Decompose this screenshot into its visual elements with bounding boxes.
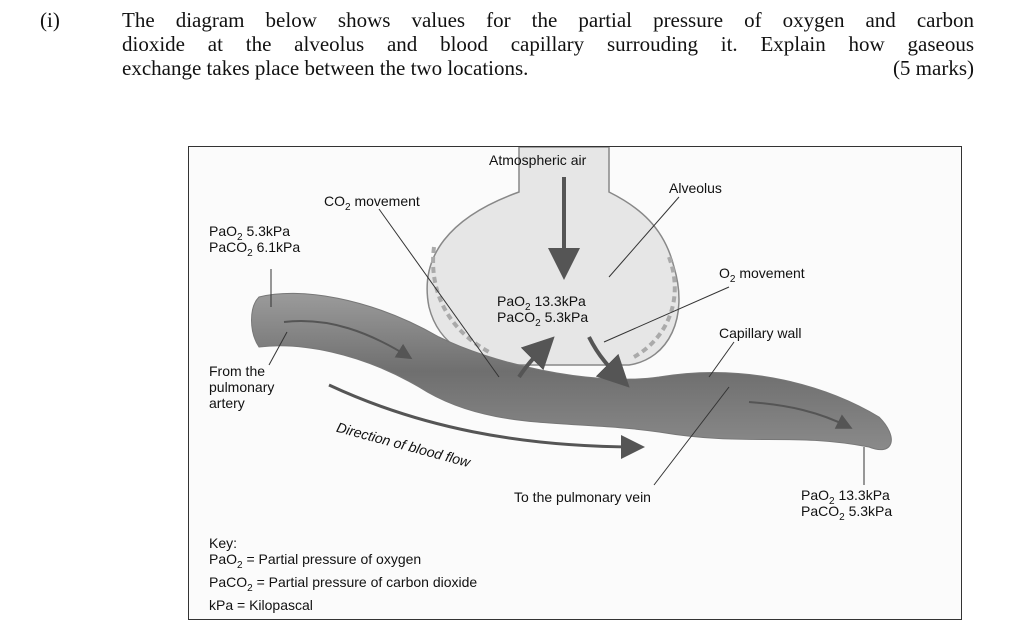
alveolus-paco2: PaCO2 5.3kPa bbox=[497, 309, 589, 329]
key-kpa: kPa = Kilopascal bbox=[209, 596, 313, 613]
blood-capillary bbox=[251, 292, 892, 451]
question-line-3-text: exchange takes place between the two loc… bbox=[122, 56, 529, 80]
question-line-2: dioxide at the alveolus and blood capill… bbox=[122, 32, 974, 56]
key-paco2: PaCO2 = Partial pressure of carbon dioxi… bbox=[209, 573, 478, 594]
artery-paco2: PaCO2 6.1kPa bbox=[209, 239, 301, 259]
co2-movement-label: CO2 movement bbox=[324, 193, 420, 213]
alveolus-label: Alveolus bbox=[669, 180, 722, 196]
artery-pao2: PaO2 5.3kPa bbox=[209, 223, 291, 243]
o2-movement-label: O2 movement bbox=[719, 265, 805, 285]
diagram-key: Key: PaO2 = Partial pressure of oxygen P… bbox=[209, 535, 477, 613]
key-title: Key: bbox=[209, 535, 238, 551]
key-pao2: PaO2 = Partial pressure of oxygen bbox=[209, 551, 422, 571]
question-line-1: The diagram below shows values for the p… bbox=[122, 8, 974, 32]
from-artery-label: From the pulmonary artery bbox=[209, 363, 275, 411]
diagram-drawing bbox=[251, 147, 892, 486]
vein-pao2: PaO2 13.3kPa bbox=[801, 487, 890, 507]
to-vein-label: To the pulmonary vein bbox=[514, 489, 651, 505]
atmospheric-air-label: Atmospheric air bbox=[489, 152, 587, 168]
question-text: The diagram below shows values for the p… bbox=[122, 8, 974, 80]
question-marks: (5 marks) bbox=[892, 56, 974, 80]
alveolus-pao2: PaO2 13.3kPa bbox=[497, 293, 586, 313]
vein-paco2: PaCO2 5.3kPa bbox=[801, 503, 893, 523]
capillary-wall-label: Capillary wall bbox=[719, 325, 802, 341]
gas-exchange-diagram: Atmospheric air Alveolus CO2 movement Pa… bbox=[188, 146, 962, 620]
question-line-3: exchange takes place between the two loc… bbox=[122, 56, 974, 80]
question-number: (i) bbox=[40, 8, 60, 32]
